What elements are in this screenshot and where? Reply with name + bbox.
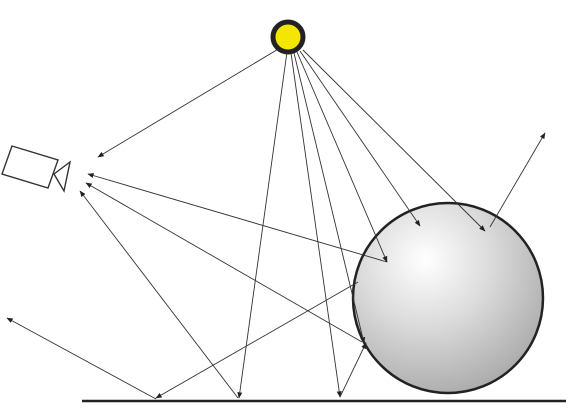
light-rays	[97, 47, 486, 399]
ray-sphere-to-camera-2	[85, 182, 363, 343]
ray-sphere-to-camera-1	[87, 173, 388, 263]
ray-light-to-ground-2	[290, 52, 342, 398]
sphere	[351, 201, 545, 395]
ray-light-to-sphere-top	[299, 50, 421, 227]
ray-light-to-sphere-left	[296, 51, 388, 263]
reflected-rays	[6, 132, 546, 400]
ray-light-to-sphere-right	[302, 49, 486, 232]
ray-ground-to-sphere	[339, 342, 367, 398]
ray-light-to-sphere-bottom	[293, 52, 366, 344]
ray-light-to-camera	[97, 47, 281, 158]
light-bulb-icon	[270, 19, 306, 55]
ray-ground-to-camera	[79, 190, 239, 399]
ray-ground-to-left	[6, 317, 157, 400]
ray-light-to-ground-1	[237, 51, 288, 399]
ray-sphere-to-sky	[489, 132, 546, 228]
ray-sphere-to-ground	[155, 281, 359, 399]
camera-icon	[1, 145, 72, 193]
